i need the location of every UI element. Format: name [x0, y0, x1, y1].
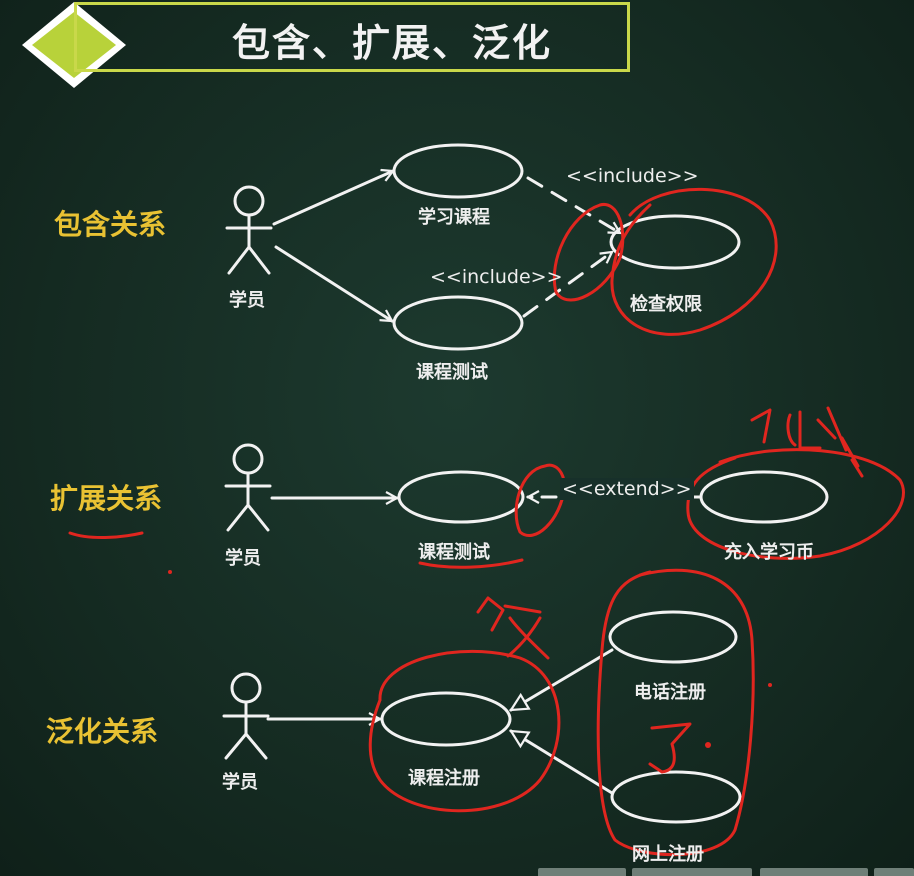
- usecase-course-register-label: 课程注册: [408, 768, 480, 789]
- usecase-course-test-2: [397, 470, 525, 524]
- extend-section-label: 扩展关系: [50, 482, 163, 515]
- include-stereotype-2: <<include>>: [430, 266, 563, 288]
- annotation-circle-extend-head: [514, 463, 566, 537]
- bottom-toolbar-chip: [874, 868, 914, 876]
- page-title: 包含、扩展、泛化: [232, 21, 553, 65]
- annotation-handwriting-keneng: [750, 406, 864, 478]
- bottom-toolbar-chip: [760, 868, 868, 876]
- include-stereotype-1: <<include>>: [566, 165, 699, 187]
- title-frame: [74, 2, 630, 72]
- usecase-check-permission: [609, 214, 741, 270]
- actor-generalize-label: 学员: [222, 772, 258, 793]
- usecase-course-register: [380, 691, 512, 747]
- usecase-recharge-label: 充入学习币: [724, 542, 814, 563]
- annotation-circle-children: [596, 568, 755, 857]
- actor-extend-label: 学员: [225, 548, 261, 569]
- usecase-course-test-1-label: 课程测试: [416, 362, 488, 383]
- actor-include-icon: [225, 185, 273, 275]
- usecase-phone-register: [608, 610, 738, 664]
- actor-include-label: 学员: [229, 290, 265, 311]
- usecase-study-course: [392, 143, 524, 199]
- annotation-circle-parent: [368, 649, 561, 813]
- actor-extend-icon: [224, 443, 272, 532]
- annotation-circle-check: [610, 187, 778, 336]
- annotation-handwriting-fu: [476, 596, 550, 660]
- usecase-study-course-label: 学习课程: [418, 207, 490, 228]
- usecase-check-permission-label: 检查权限: [630, 294, 702, 315]
- red-annotations: [68, 187, 905, 857]
- include-section-label: 包含关系: [54, 208, 167, 241]
- annotation-dots: [168, 570, 772, 748]
- annotation-circle-include-arrow: [552, 203, 625, 302]
- annotation-underline-extend: [68, 531, 144, 540]
- annotation-underline-test: [418, 558, 524, 569]
- extend-stereotype: <<extend>>: [560, 478, 694, 500]
- generalize-section-label: 泛化关系: [46, 715, 159, 748]
- bottom-toolbar-chip: [538, 868, 626, 876]
- usecase-online-register-label: 网上注册: [632, 844, 704, 865]
- usecase-recharge: [699, 470, 829, 524]
- usecase-online-register: [610, 770, 742, 824]
- usecase-course-test-2-label: 课程测试: [418, 542, 490, 563]
- usecase-phone-register-label: 电话注册: [634, 682, 706, 703]
- bottom-toolbar-chip: [632, 868, 752, 876]
- annotation-circle-recharge: [686, 448, 905, 560]
- usecase-course-test-1: [392, 295, 524, 351]
- annotation-handwriting-zi: [648, 722, 692, 774]
- actor-generalize-icon: [222, 672, 270, 760]
